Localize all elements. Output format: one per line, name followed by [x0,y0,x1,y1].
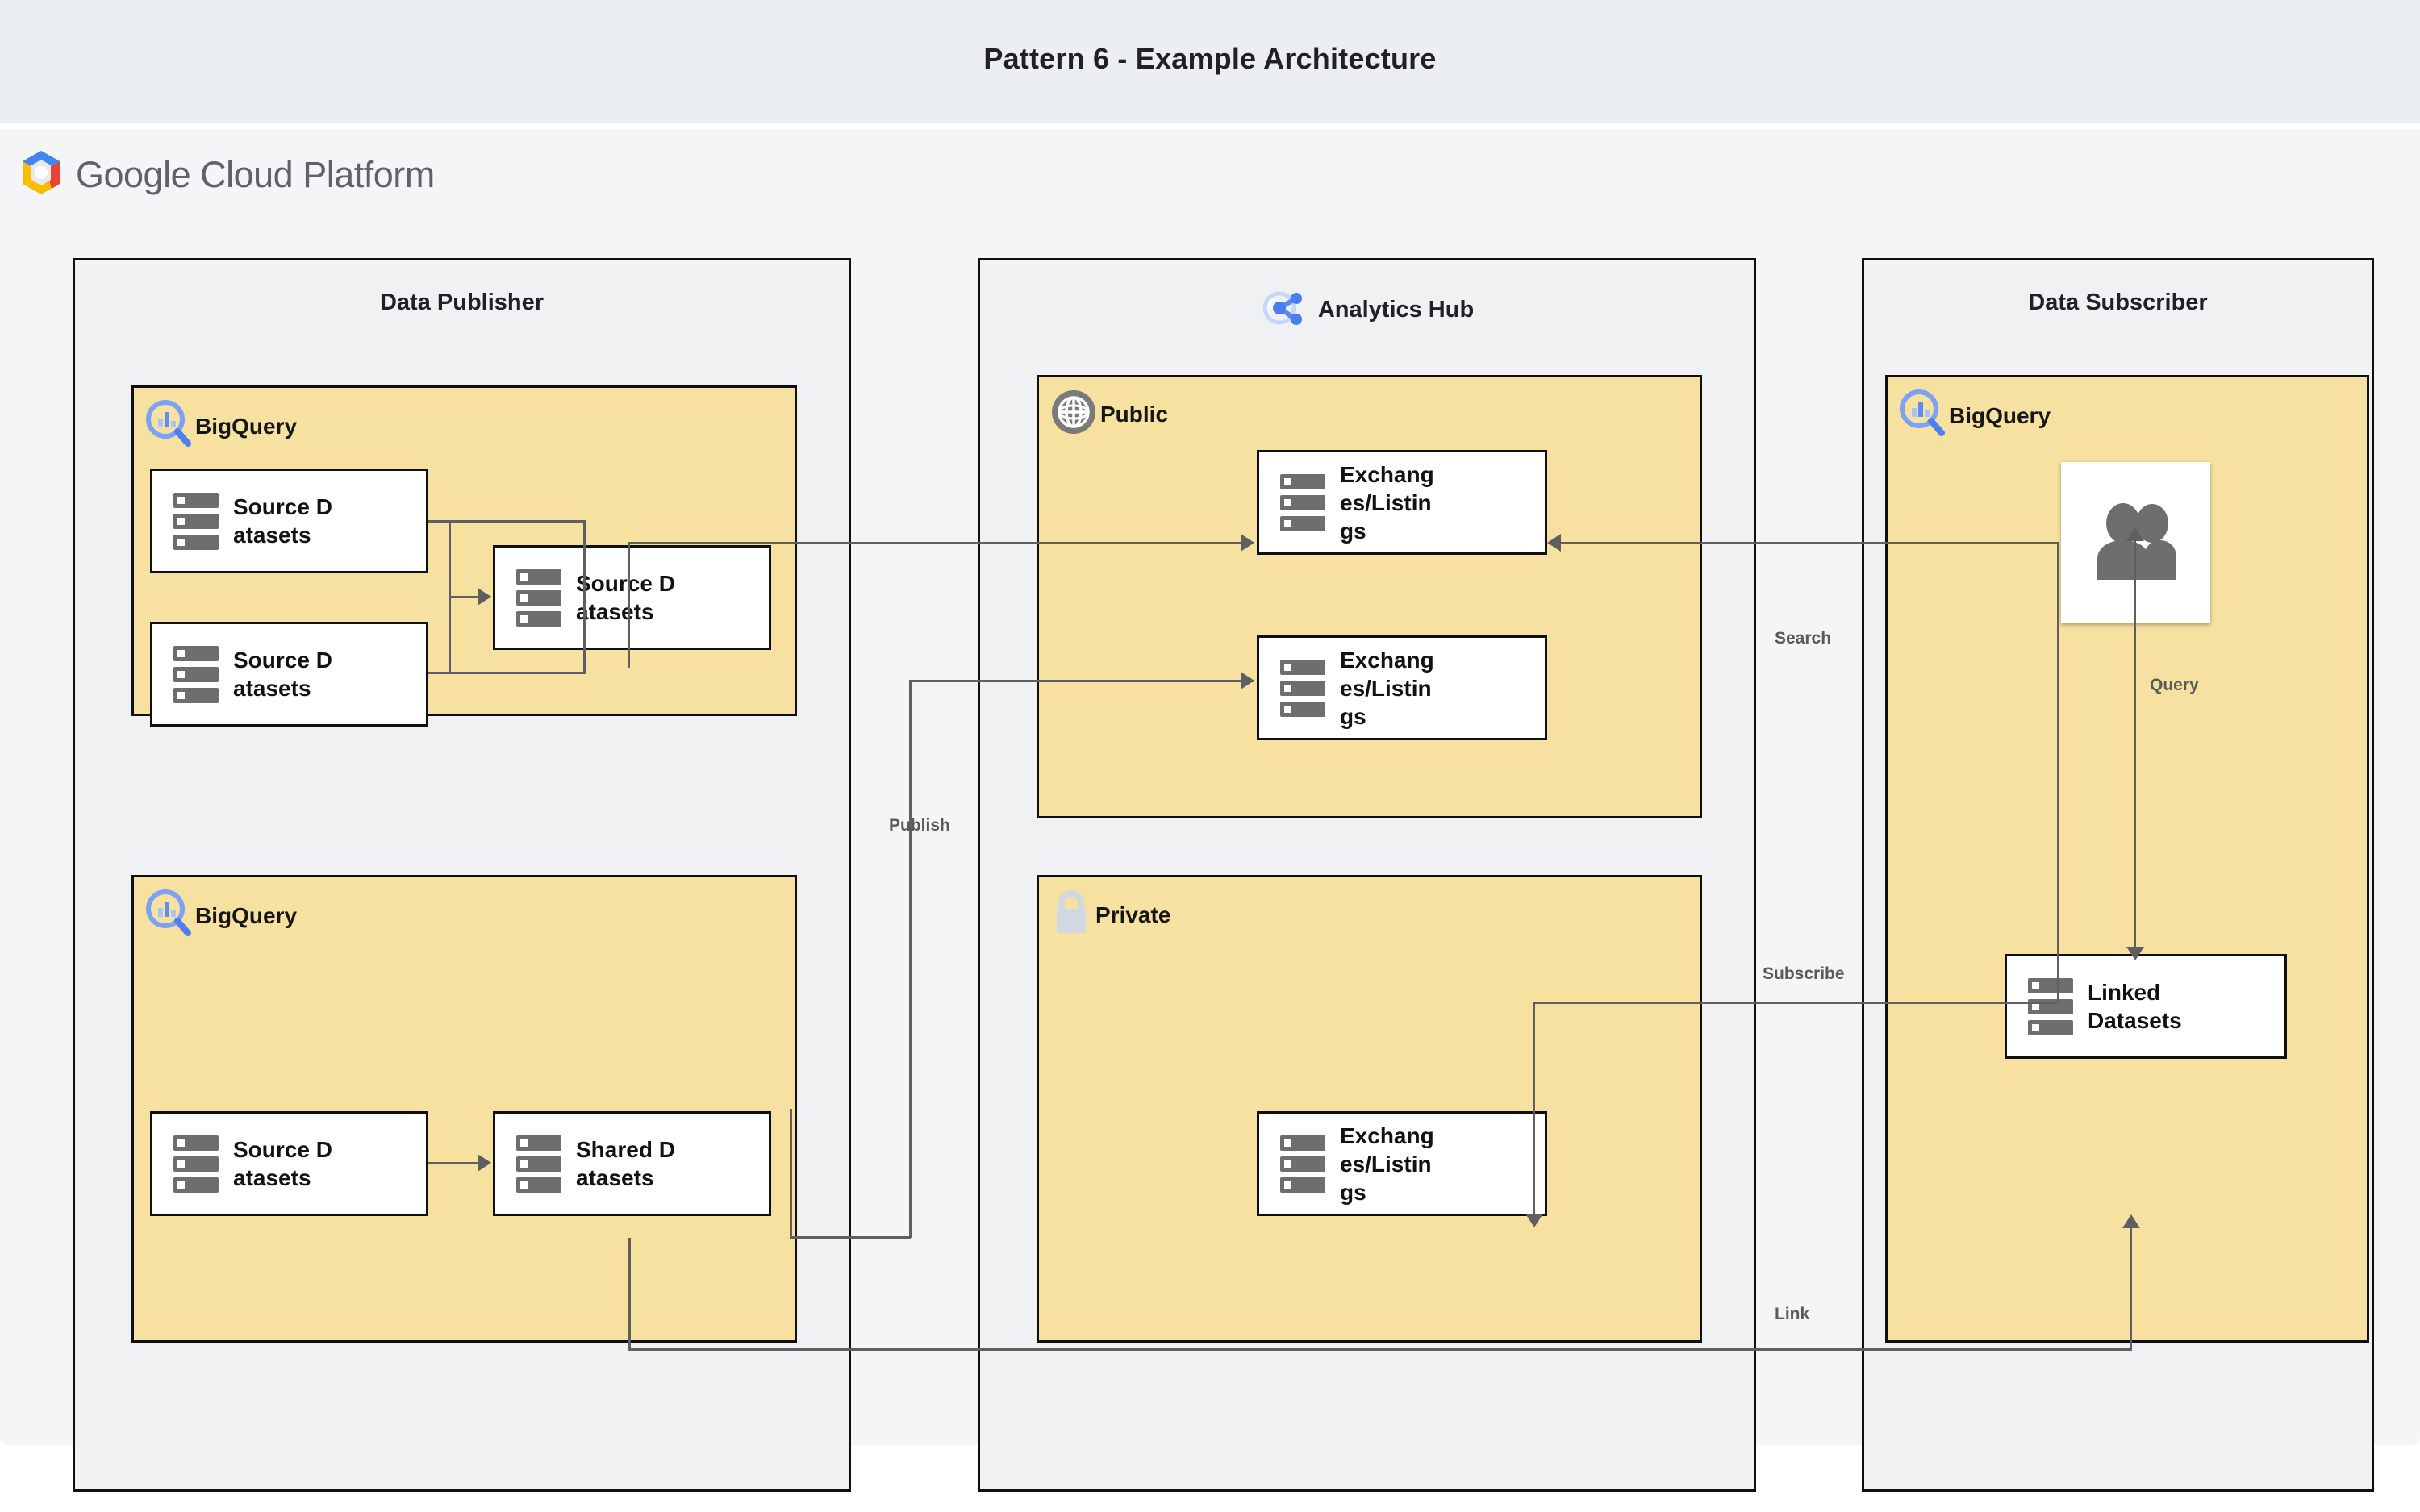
edge-link-into-linked [2130,1226,2132,1351]
arrow-query-down [2126,947,2144,960]
edge-src1-out [428,520,586,523]
globe-icon [1050,389,1097,439]
node-source-datasets-2[interactable]: Source Datasets [150,622,428,727]
node-label: Shared Datasets [576,1137,675,1190]
bigquery-magnifier-icon [145,889,192,943]
edge-subscribe-vertical [1533,1002,1535,1226]
edge-link-riser [628,1238,631,1351]
node-exchanges-listings-public-2[interactable]: Exchanges/Listings [1257,635,1547,740]
diagram-canvas: Google Cloud Platform Data Publisher Big… [0,129,2420,1492]
zone-title-hub-wrap: Analytics Hub [980,285,1754,335]
arrow-search-into-public [1547,534,1561,552]
zone-title-subscriber: Data Subscriber [2028,289,2208,315]
arrow-link-up [2122,1214,2140,1228]
dataset-stack-icon [516,1135,561,1193]
dataset-stack-icon [2028,977,2073,1035]
edge-src2-out [428,672,586,674]
analytics-hub-share-icon [1260,285,1307,335]
bigquery-magnifier-icon [1899,389,1946,443]
node-label: Exchanges/Listings [1340,461,1434,544]
edge-label-link: Link [1775,1305,1810,1323]
edge-src4-to-shared [428,1162,479,1164]
edge-subscribe-horizontal [1533,1002,2057,1004]
edge-link-horizontal [628,1348,2132,1351]
node-label: Source Datasets [233,494,332,548]
node-linked-datasets[interactable]: Linked Datasets [2005,954,2287,1059]
google-cloud-hexagon-logo-icon [19,149,63,200]
group-label: Private [1095,902,1171,927]
edge-label-search: Search [1775,629,1832,648]
node-label: Source Datasets [233,648,332,701]
arrow-publish-into-public-1 [1241,534,1254,552]
zone-title-publisher: Data Publisher [379,289,544,315]
edge-publish-top [628,542,1254,544]
group-label: BigQuery [195,413,298,439]
node-exchanges-listings-public-1[interactable]: Exchanges/Listings [1257,450,1547,555]
group-header: BigQuery [1899,389,2051,443]
dataset-stack-icon [173,492,219,550]
arrow-subscribe-into-private [1525,1214,1543,1227]
node-shared-datasets[interactable]: Shared Datasets [493,1111,771,1216]
node-exchanges-listings-private[interactable]: Exchanges/Listings [1257,1111,1547,1216]
dataset-stack-icon [173,645,219,703]
edge-publish-src3-riser [628,542,630,668]
group-bigquery-publisher-bottom: BigQuery Source Datasets Shared Datase [131,875,797,1343]
gcp-brand: Google Cloud Platform [19,149,435,200]
dataset-stack-icon [1280,473,1325,531]
node-source-datasets-3[interactable]: Source Datasets [493,545,771,650]
zone-title-hub: Analytics Hub [1317,297,1475,323]
group-label: BigQuery [195,902,298,928]
group-header: BigQuery [145,889,297,943]
group-label: Public [1100,401,1169,427]
dataset-stack-icon [173,1135,219,1193]
group-bigquery-subscriber: BigQuery [1885,375,2369,1343]
dataset-stack-icon [1280,1135,1325,1193]
node-source-datasets-1[interactable]: Source Datasets [150,469,428,573]
group-private: Private Exchanges/Listings [1037,875,1702,1343]
node-label: Linked Datasets [2088,980,2182,1033]
page-title: Pattern 6 - Example Architecture [983,42,1437,75]
group-label: BigQuery [1949,402,2051,428]
edge-merge-to-src3 [449,596,479,598]
edge-label-query: Query [2150,676,2199,694]
node-label: Exchanges/Listings [1340,1123,1434,1205]
group-public: Public Exchanges/Listings Exchanges/Li [1037,375,1702,818]
edge-publish-bottom [909,680,1254,682]
arrow-into-shared [478,1154,491,1172]
group-header: Private [1050,889,1170,941]
arrow-query-up [2126,527,2144,541]
edge-merge-vertical [583,520,586,673]
node-label: Source Datasets [233,1137,332,1190]
edge-publish-shared-riser [909,680,912,1238]
bigquery-magnifier-icon [145,399,192,453]
node-source-datasets-4[interactable]: Source Datasets [150,1111,428,1216]
edge-search-vertical [2057,542,2059,1002]
lock-icon [1050,889,1092,941]
gcp-wordmark: Google Cloud Platform [76,153,435,195]
edge-merge-vertical-left [449,520,451,673]
arrow-publish-into-public-2 [1241,672,1254,689]
edge-label-publish: Publish [889,816,950,835]
edge-search-horizontal [1561,542,2057,544]
edge-label-subscribe: Subscribe [1763,964,1845,983]
group-header: Public [1050,389,1168,439]
dataset-stack-icon [516,569,561,627]
edge-shared-out-riser [790,1109,792,1238]
dataset-stack-icon [1280,659,1325,717]
arrow-into-src3 [478,588,491,606]
edge-shared-to-riser [790,1236,911,1239]
edge-query-vertical [2134,539,2136,958]
title-bar: Pattern 6 - Example Architecture [0,0,2420,123]
node-label: Exchanges/Listings [1340,647,1434,729]
node-label: Source Datasets [576,571,675,624]
group-bigquery-publisher-top: BigQuery Source Datasets Source Datase [131,385,797,727]
group-header: BigQuery [145,399,297,453]
